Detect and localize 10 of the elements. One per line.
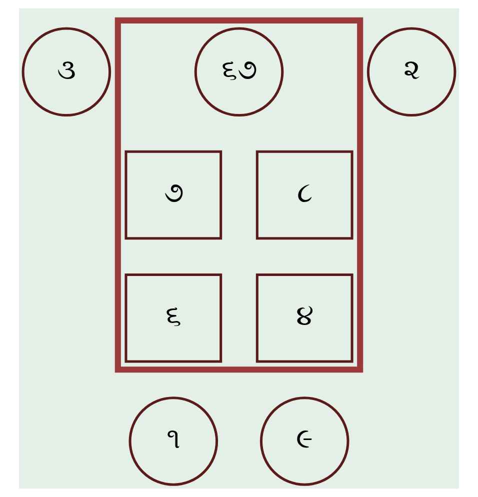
node-box: ૪ [256,273,354,363]
node-box: ૬ [124,273,222,363]
cluster [114,17,364,373]
node-circle: ૨ [366,27,456,117]
node-circle: ૧ [128,396,218,486]
node-box: ૮ [256,150,354,240]
node-circle: ૬૭ [194,27,284,117]
node-box: ૭ [124,150,222,240]
node-circle: ૯ [260,396,350,486]
node-circle: ૩ [22,27,112,117]
